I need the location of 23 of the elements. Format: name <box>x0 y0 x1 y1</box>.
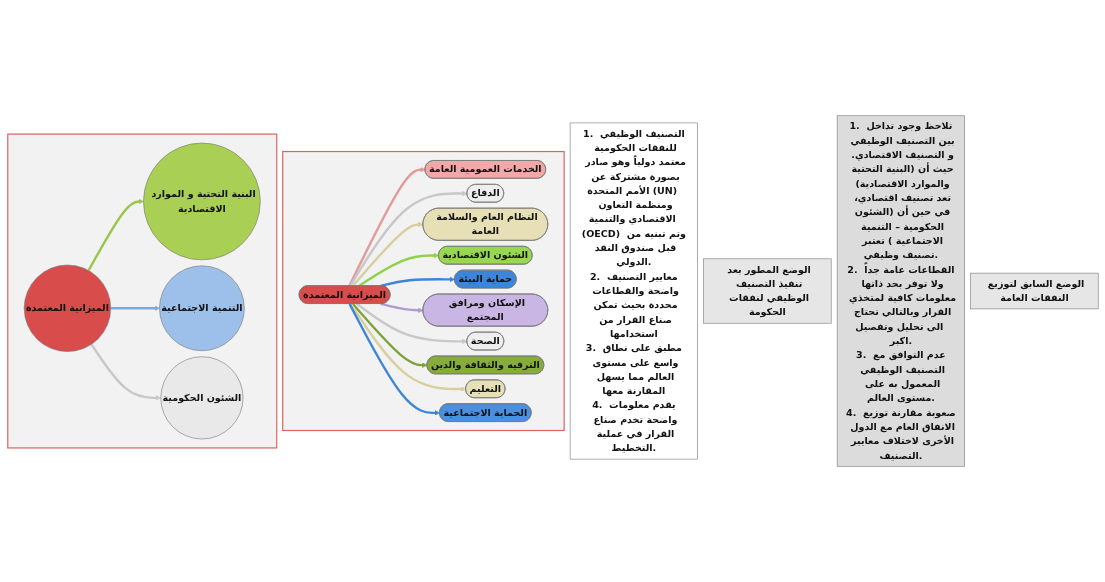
arrow <box>379 276 455 288</box>
node-circle: التنمية الاجتماعية <box>158 265 245 352</box>
cluster <box>6 133 277 449</box>
cluster <box>281 150 565 432</box>
arrow <box>347 167 425 287</box>
arrow <box>357 252 439 287</box>
node-circle: البنية التحتية و الموارد الاقتصادية <box>142 142 261 261</box>
arrow <box>355 302 467 344</box>
arrow <box>351 221 423 287</box>
arrow <box>379 302 423 313</box>
node-box: 1. تلاحظ وجود تداخل بين التصنيف الوظيفي و التصنيف الاقتصادي. حيث أن (البنية التحتية والموارد الاقتصادية) تعد تصنيف اقتصادي، في حين أن (الشئون الحكومية – التنمية الاجتماعية ) تعتبر تصنيف وظيفي. 2. القطاعات عامة جداً ولا توفر بحد ذاتها معلومات كافية لمتخذي القرار وبالتالي تحتاج الى تحليل وتفصيل اكبر. 3. عدم التوافق مع التصنيف الوظيفي المعمول به على مستوى العالم. 4. صعوبة مقارنة توزيع الانفاق العام مع الدول الأخرى لاختلاف معايير التصنيف. <box>836 115 965 467</box>
arrow <box>348 303 440 416</box>
arrow <box>110 305 160 311</box>
arrow <box>349 303 466 392</box>
node-box: الوضع المطور بعد تنفيذ التصنيف الوظيفي لنفقات الحكومة <box>702 258 831 324</box>
node-box: 1. التصنيف الوظيفي للنفقات الحكومية معتمد دولياً وهو صادر بصورة مشتركة عن الأمم المتحدة (UN) ومنظمة التعاون الاقتصادي والتنمية (OECD) وتم تبنيه من قبل صندوق النقد الدولي. 2. معايير التصنيف واضحة والقطاعات محددة بحيث تمكن صناع القرار من استخدامها 3. مطبق على نطاق واسع على مستوى العالم مما يسهل المقارنة معها 4. يقدم معلومات واضحة تخدم صناع القرار في عملية التخطيط. <box>569 122 698 460</box>
arrow <box>351 303 427 368</box>
node-circle: الشئون الحكومية <box>159 356 243 440</box>
arrow <box>348 190 467 287</box>
node-circle: الميزانية المعتمدة <box>23 264 111 352</box>
arrow <box>87 198 144 272</box>
node-box: الوضع السابق لتوزيع النفقات العامة <box>969 272 1098 310</box>
arrow <box>89 343 161 401</box>
